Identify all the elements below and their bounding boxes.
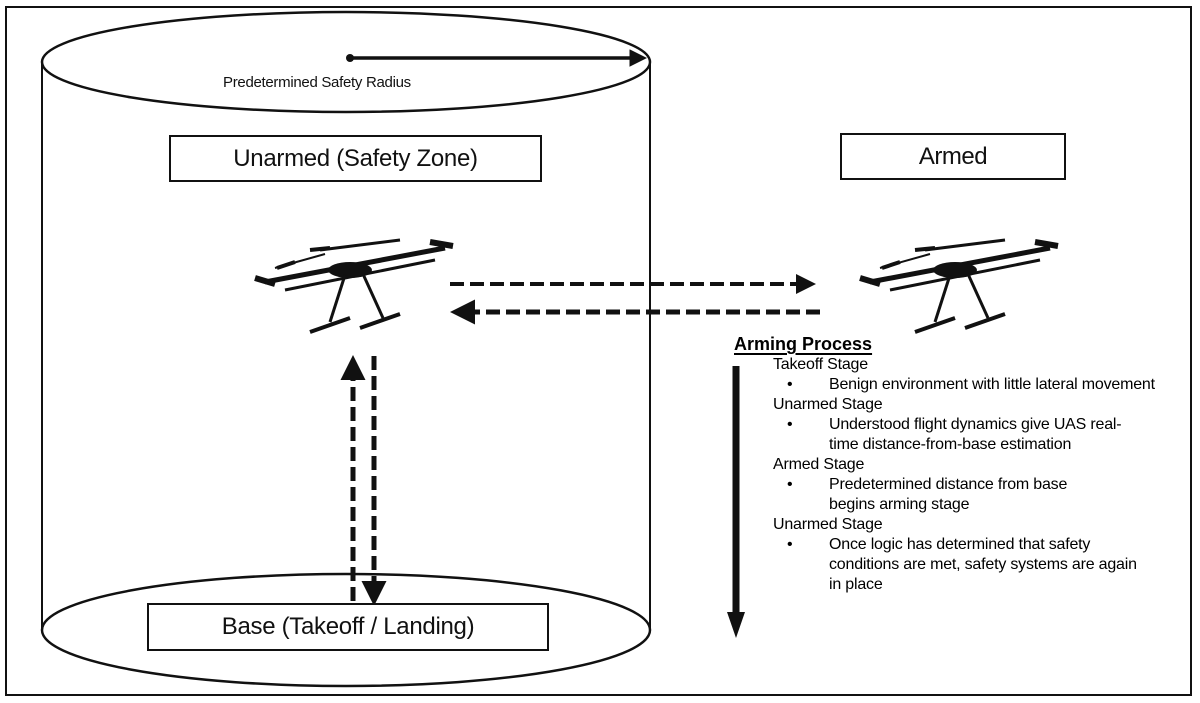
safety-radius-label: Predetermined Safety Radius [223, 74, 411, 91]
cylinder-top-ellipse [40, 10, 652, 114]
arrow-right-icon [346, 49, 647, 67]
stage-detail: •Understood flight dynamics give UAS rea… [787, 416, 1122, 453]
unarmed-zone-box: Unarmed (Safety Zone) [169, 135, 542, 182]
armed-label: Armed [918, 142, 988, 170]
base-label: Base (Takeoff / Landing) [221, 613, 475, 640]
stage-label: Unarmed Stage [773, 516, 883, 533]
bullet-icon: • [787, 376, 793, 393]
diagram-frame [5, 6, 1192, 696]
stage-label: Takeoff Stage [773, 356, 868, 373]
bullet-icon: • [787, 536, 793, 553]
drone-icon [860, 240, 1058, 332]
unarmed-zone-label: Unarmed (Safety Zone) [233, 144, 478, 172]
arming-process-title: Arming Process [734, 334, 873, 354]
stage-label: Armed Stage [773, 456, 865, 473]
cylinder-base-ellipse [40, 572, 652, 688]
arming-process-panel: Arming Process Takeoff Stage •Benign env… [734, 333, 1184, 595]
drone-icon [255, 240, 453, 332]
bullet-icon: • [787, 416, 793, 433]
stage-label: Unarmed Stage [773, 396, 883, 413]
arrow-down-icon [727, 366, 745, 638]
stage-detail: •Once logic has determined that safety c… [787, 536, 1137, 593]
stage-detail: •Predetermined distance from base begins… [787, 476, 1068, 513]
bullet-icon: • [787, 476, 793, 493]
armed-box: Armed [840, 133, 1066, 180]
base-box: Base (Takeoff / Landing) [147, 603, 549, 651]
stage-detail: •Benign environment with little lateral … [787, 376, 1155, 393]
safety-zone-cylinder [40, 10, 652, 688]
